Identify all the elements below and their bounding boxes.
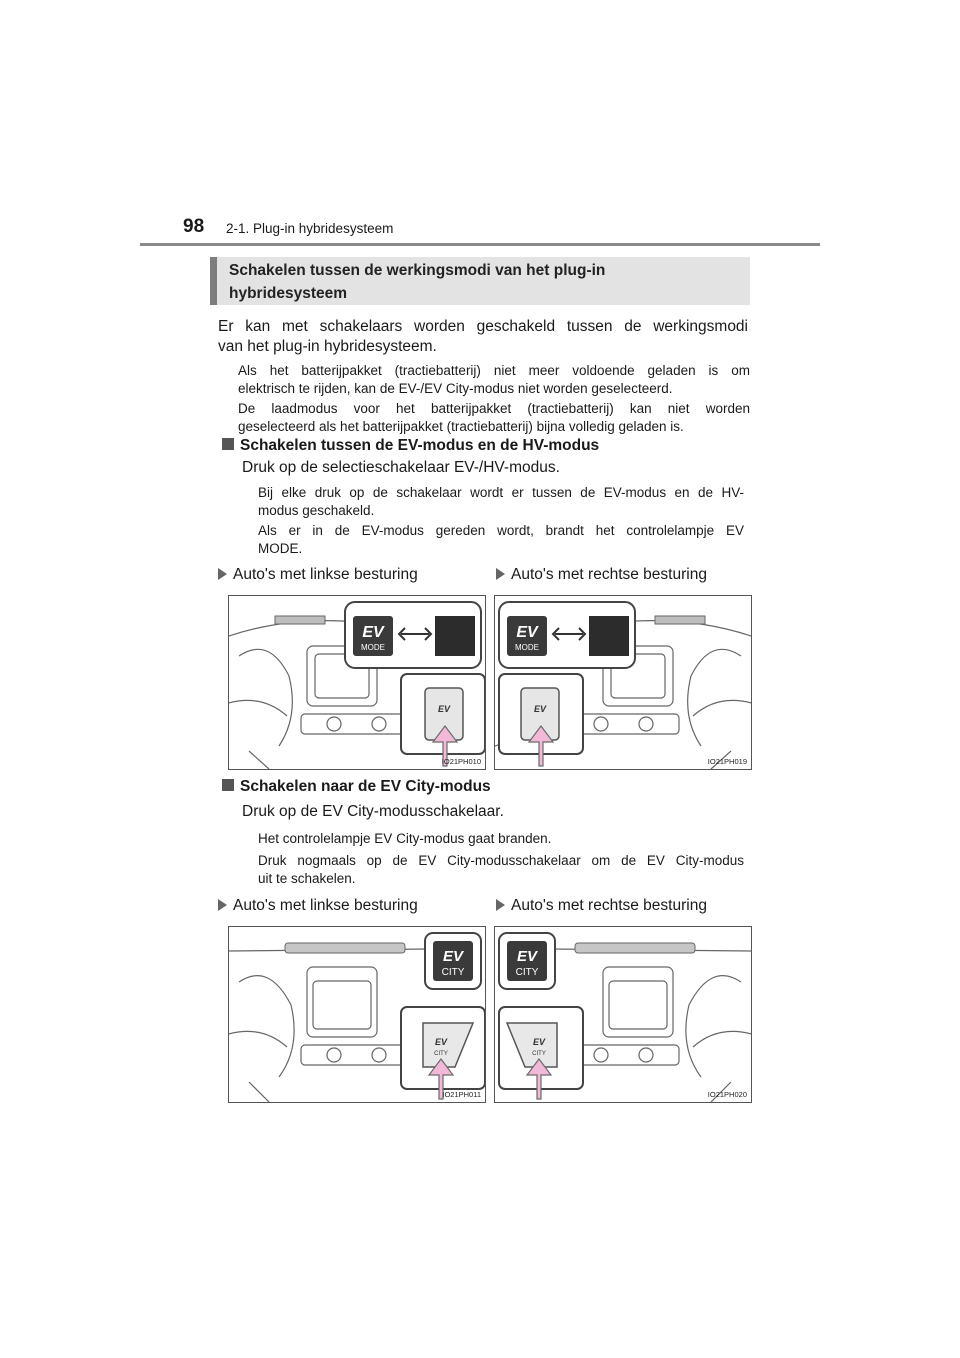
- ev-hv-note-lamp-line1: Als er in de EV-modus gereden wordt, bra…: [258, 523, 744, 538]
- mode-indicator-text: MODE: [361, 643, 385, 652]
- ev-city-heading-text: Schakelen naar de EV City-modus: [240, 778, 491, 795]
- note-charge-mode: De laadmodus voor het batterijpakket (tr…: [238, 400, 750, 436]
- switch-ev-text: EV: [534, 704, 547, 714]
- square-bullet-icon: [222, 438, 234, 450]
- mode-indicator-text: MODE: [515, 643, 539, 652]
- ev-city-instruction: Druk op de EV City-modusschakelaar.: [242, 803, 504, 820]
- switch-city-text: CITY: [434, 1051, 448, 1057]
- intro-line1: Er kan met schakelaars worden geschakeld…: [218, 318, 748, 335]
- switch-ev-text: EV: [438, 704, 451, 714]
- section-title-line1: Schakelen tussen de werkingsmodi van het…: [229, 262, 606, 279]
- ev-city-note-lamp: Het controlelampje EV City-modus gaat br…: [258, 831, 552, 846]
- ev-hv-note-toggle: Bij elke druk op de schakelaar wordt er …: [258, 484, 744, 520]
- ev-hv-rhd-label-text: Auto's met rechtse besturing: [511, 566, 707, 583]
- note-charge-mode-line2: geselecteerd als het batterijpakket (tra…: [238, 419, 684, 434]
- ev-city-lhd-label-text: Auto's met linkse besturing: [233, 897, 418, 914]
- dashboard-illustration: EV MODE EV: [229, 601, 485, 769]
- dashboard-illustration: EV MODE EV: [495, 601, 751, 769]
- ev-city-rhd-label-text: Auto's met rechtse besturing: [511, 897, 707, 914]
- note-battery-ev: Als het batterijpakket (tractiebatterij)…: [238, 362, 750, 398]
- ev-city-note-off-line1: Druk nogmaals op de EV City-modusschakel…: [258, 853, 744, 868]
- ev-indicator-text: EV: [362, 624, 385, 641]
- dashboard-illustration: EV CITY EV CITY: [229, 932, 485, 1102]
- press-arrow-icon: [527, 725, 555, 767]
- switch-ev-text: EV: [435, 1037, 448, 1047]
- ev-city-note-off-line2: uit te schakelen.: [258, 871, 356, 886]
- ev-hv-note-toggle-line1: Bij elke druk op de schakelaar wordt er …: [258, 485, 744, 500]
- figure-ev-mode-lhd: EV MODE EV IO21PH010: [228, 595, 486, 770]
- ev-hv-heading: Schakelen tussen de EV-modus en de HV-mo…: [222, 437, 599, 455]
- ev-hv-heading-text: Schakelen tussen de EV-modus en de HV-mo…: [240, 437, 600, 454]
- page-number: 98: [183, 216, 205, 237]
- triangle-bullet-icon: [496, 568, 505, 580]
- square-bullet-icon: [222, 779, 234, 791]
- triangle-bullet-icon: [496, 899, 505, 911]
- intro-line2: van het plug-in hybridesysteem.: [218, 338, 437, 355]
- ev-city-rhd-label: Auto's met rechtse besturing: [496, 897, 707, 915]
- triangle-bullet-icon: [218, 899, 227, 911]
- ev-hv-lhd-label: Auto's met linkse besturing: [218, 566, 418, 584]
- figure-ev-city-rhd: EV CITY EV CITY IO21PH020: [494, 926, 752, 1103]
- city-indicator-text: CITY: [442, 967, 465, 978]
- ev-indicator-text: EV: [516, 624, 539, 641]
- ev-hv-note-lamp-line2: MODE.: [258, 541, 303, 556]
- chapter-title: 2-1. Plug-in hybridesysteem: [226, 221, 394, 236]
- ev-city-lhd-label: Auto's met linkse besturing: [218, 897, 418, 915]
- ev-hv-note-lamp: Als er in de EV-modus gereden wordt, bra…: [258, 522, 744, 558]
- intro-paragraph: Er kan met schakelaars worden geschakeld…: [218, 317, 748, 357]
- note-charge-mode-line1: De laadmodus voor het batterijpakket (tr…: [238, 401, 750, 416]
- switch-city-text: CITY: [532, 1051, 546, 1057]
- note-battery-ev-line1: Als het batterijpakket (tractiebatterij)…: [238, 363, 750, 378]
- city-indicator-text: CITY: [516, 967, 539, 978]
- ev-hv-lhd-label-text: Auto's met linkse besturing: [233, 566, 418, 583]
- figure-ev-city-lhd: EV CITY EV CITY IO21PH011: [228, 926, 486, 1103]
- header-rule: [140, 243, 820, 246]
- triangle-bullet-icon: [218, 568, 227, 580]
- press-arrow-icon: [431, 725, 459, 767]
- ev-city-heading: Schakelen naar de EV City-modus: [222, 778, 491, 796]
- section-title-box: Schakelen tussen de werkingsmodi van het…: [210, 257, 750, 305]
- press-arrow-icon: [427, 1058, 455, 1100]
- figure-code: IO21PH011: [442, 1090, 481, 1099]
- figure-ev-mode-rhd: EV MODE EV IO21PH019: [494, 595, 752, 770]
- ev-indicator-text: EV: [517, 948, 539, 965]
- section-title-line2: hybridesysteem: [229, 285, 348, 302]
- ev-hv-note-toggle-line2: modus geschakeld.: [258, 503, 375, 518]
- figure-code: IO21PH010: [441, 757, 481, 766]
- note-battery-ev-line2: elektrisch te rijden, kan de EV-/EV City…: [238, 381, 673, 396]
- ev-city-note-off: Druk nogmaals op de EV City-modusschakel…: [258, 852, 744, 888]
- ev-indicator-text: EV: [443, 948, 465, 965]
- press-arrow-icon: [525, 1058, 553, 1100]
- ev-hv-rhd-label: Auto's met rechtse besturing: [496, 566, 707, 584]
- figure-code: IO21PH019: [707, 757, 747, 766]
- dashboard-illustration: EV CITY EV CITY: [498, 932, 751, 1102]
- ev-hv-instruction: Druk op de selectieschakelaar EV-/HV-mod…: [242, 459, 560, 476]
- figure-code: IO21PH020: [707, 1090, 747, 1099]
- switch-ev-text: EV: [533, 1037, 546, 1047]
